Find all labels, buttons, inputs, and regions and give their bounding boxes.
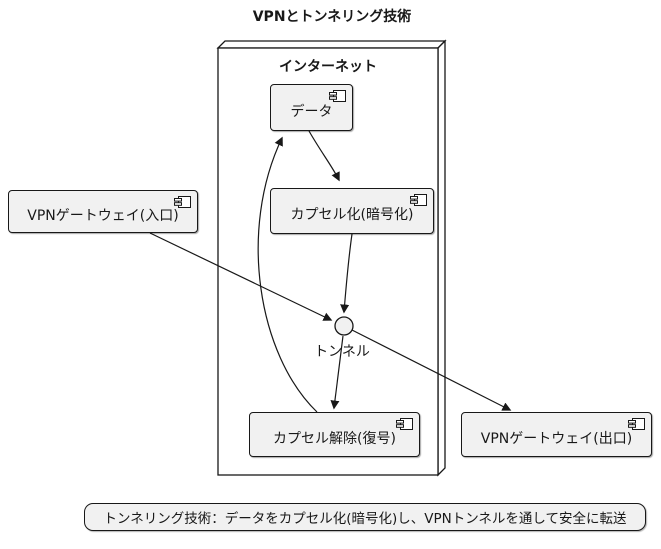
- component-icon: [329, 90, 346, 102]
- edge-decapsulate-to-data: [257, 136, 318, 413]
- edge-gateway-in-to-tunnel: [149, 232, 333, 321]
- edge-encapsulate-to-tunnel: [340, 233, 353, 314]
- diagram-title: VPNとトンネリング技術: [252, 9, 412, 25]
- note-text: トンネリング技術：データをカプセル化(暗号化)し、VPNトンネルを通して安全に転…: [103, 511, 627, 527]
- node-data-label: データ: [290, 103, 333, 120]
- node-encapsulate-label: カプセル化(暗号化): [290, 207, 414, 223]
- tunnel-circle: [334, 316, 354, 336]
- note-box: トンネリング技術：データをカプセル化(暗号化)し、VPNトンネルを通して安全に転…: [84, 503, 646, 531]
- node-decapsulate-label: カプセル解除(復号): [273, 430, 396, 447]
- internet-node-label: インターネット: [279, 59, 377, 75]
- node-gateway-out-label: VPNゲートウェイ(出口): [480, 430, 633, 447]
- component-icon: [628, 418, 645, 430]
- component-icon: [174, 196, 191, 208]
- edge-tunnel-to-gateway-out: [351, 329, 512, 411]
- node-gateway-in-label: VPNゲートウェイ(入口): [27, 207, 179, 224]
- component-icon: [396, 418, 413, 430]
- node-data: データ: [270, 84, 353, 131]
- node-decapsulate: カプセル解除(復号): [249, 412, 420, 457]
- node-encapsulate: カプセル化(暗号化): [270, 188, 434, 234]
- component-icon: [410, 194, 427, 206]
- edge-data-to-encapsulate: [308, 130, 340, 182]
- node-gateway-out: VPNゲートウェイ(出口): [461, 412, 652, 457]
- edge-tunnel-to-decapsulate: [330, 335, 344, 410]
- node-gateway-in: VPNゲートウェイ(入口): [8, 190, 198, 233]
- tunnel-label: トンネル: [314, 344, 370, 360]
